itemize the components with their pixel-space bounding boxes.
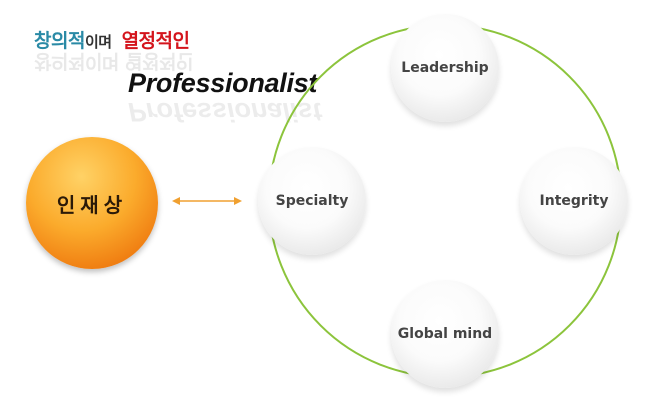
slogan-connector: 이며 <box>84 33 112 51</box>
core-label: 인재상 <box>56 192 128 217</box>
value-label-integrity: Integrity <box>539 193 609 209</box>
value-label-specialty: Specialty <box>275 193 349 209</box>
value-node-specialty: Specialty <box>258 147 366 255</box>
professionalist-title: Professionalist <box>128 68 318 98</box>
value-node-integrity: Integrity <box>520 147 628 255</box>
value-node-leadership: Leadership <box>391 14 499 122</box>
slogan-creative: 창의적 <box>34 30 85 52</box>
core-circle: 인재상 <box>26 137 158 269</box>
slogan: 창의적이며 열정적인 <box>34 26 190 53</box>
value-node-global-mind: Global mind <box>391 280 499 388</box>
slogan-passionate: 열정적인 <box>121 30 190 52</box>
double-arrow-icon <box>172 197 242 205</box>
value-label-global-mind: Global mind <box>397 326 493 342</box>
value-label-leadership: Leadership <box>401 60 489 76</box>
